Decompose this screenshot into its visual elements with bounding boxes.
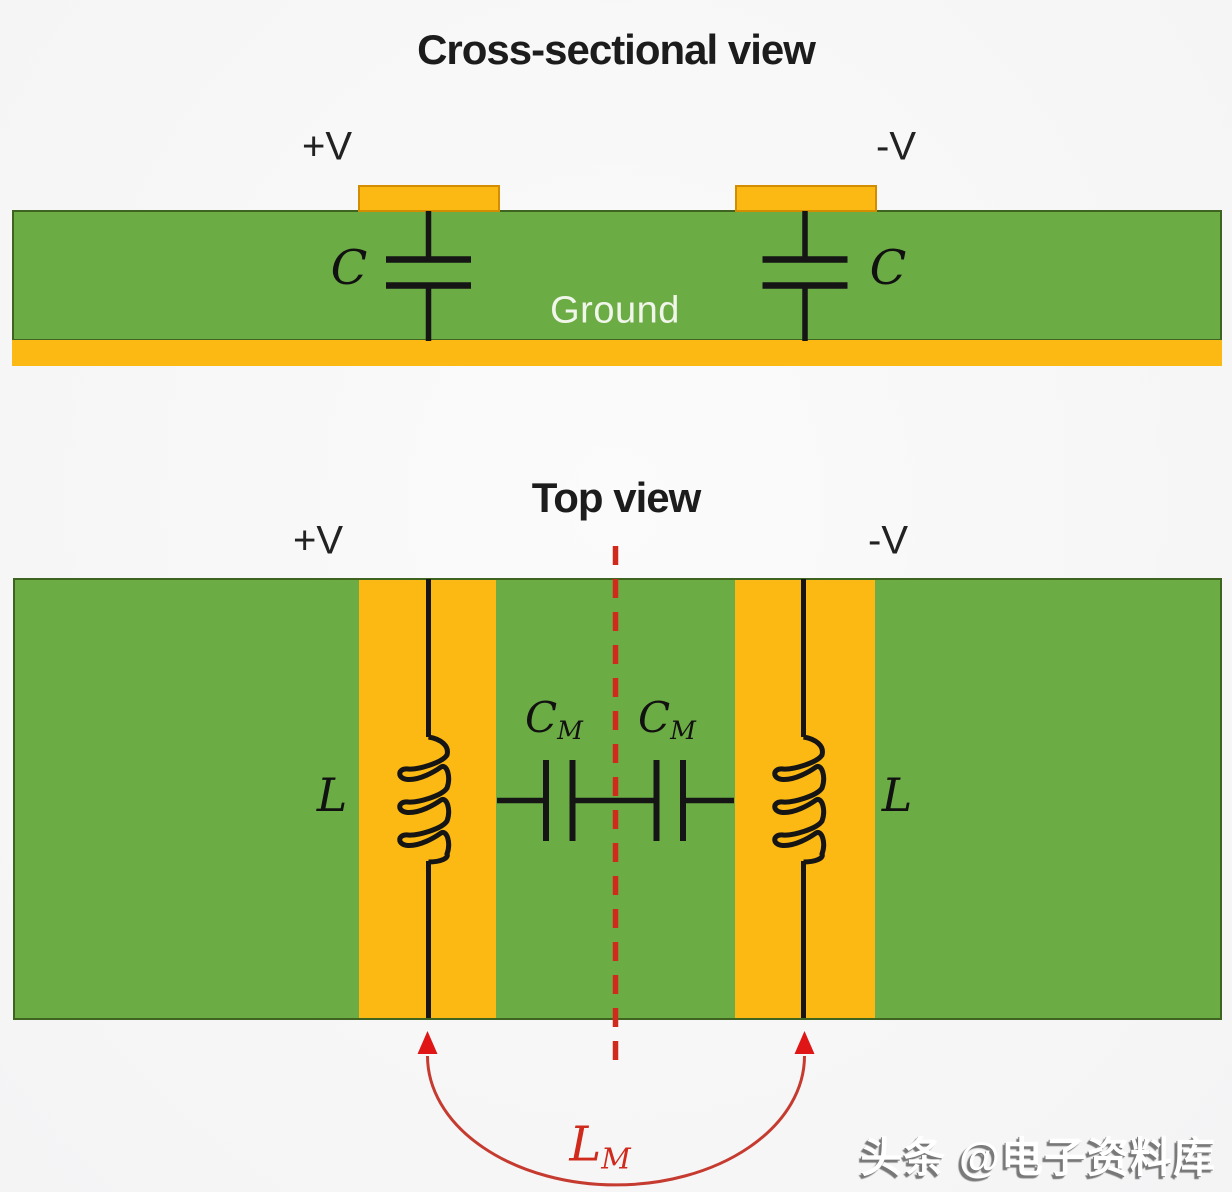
cross-section-plus-v-label: +V bbox=[301, 124, 353, 169]
cap-subscript: M bbox=[670, 715, 696, 745]
cross-section-title: Cross-sectional view bbox=[417, 26, 816, 73]
cross-section-substrate bbox=[12, 210, 1222, 341]
top-view-plus-v-label: +V bbox=[292, 518, 344, 563]
arrow-up-icon bbox=[794, 1031, 815, 1054]
ground-label: Ground bbox=[550, 289, 680, 332]
top-view-copper-strip-right bbox=[735, 580, 875, 1018]
mutual-capacitance-right-label: CM bbox=[638, 696, 696, 745]
mutual-subscript: M bbox=[601, 1141, 631, 1176]
cap-symbol: C bbox=[638, 692, 671, 742]
inductor-left-label: L bbox=[316, 768, 348, 822]
mutual-capacitance-left-label: CM bbox=[525, 696, 583, 745]
top-view-board bbox=[13, 578, 1222, 1020]
top-view-copper-strip-left bbox=[359, 580, 496, 1018]
arrow-up-icon bbox=[417, 1031, 438, 1054]
inductor-right-label: L bbox=[881, 768, 913, 822]
cross-section-pad-minus-v bbox=[735, 185, 877, 212]
cap-subscript: M bbox=[557, 715, 583, 745]
mutual-symbol: L bbox=[569, 1116, 602, 1173]
cap-symbol: C bbox=[525, 692, 558, 742]
cross-section-pad-plus-v bbox=[358, 185, 500, 212]
cross-section-minus-v-label: -V bbox=[876, 124, 916, 169]
top-view-minus-v-label: -V bbox=[868, 518, 908, 563]
cross-section-capacitance-right-label: C bbox=[869, 240, 907, 296]
cross-section-capacitance-left-label: C bbox=[330, 240, 368, 296]
watermark-text: 头条 @电子资料库 bbox=[860, 1134, 1216, 1181]
mutual-inductance-label: LM bbox=[569, 1121, 630, 1174]
cross-section-bottom-copper-layer bbox=[12, 340, 1222, 366]
top-view-title: Top view bbox=[531, 474, 702, 521]
